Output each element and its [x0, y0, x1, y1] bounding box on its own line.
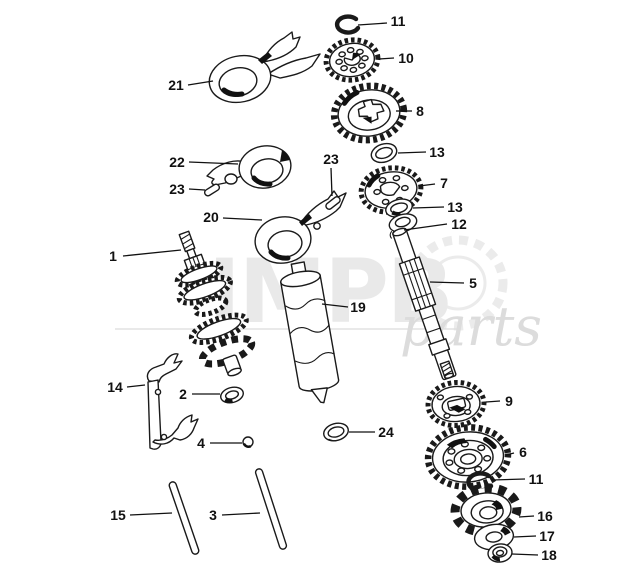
leader-line-23-pin — [330, 167, 333, 197]
parts-art — [146, 14, 522, 563]
leader-line-23-pin — [188, 188, 206, 191]
leader-line-1-gear-cluster-shaft — [122, 249, 182, 257]
leader-line-16-sprocket — [518, 515, 535, 518]
part-label-13-seal-ring: 13 — [429, 144, 445, 160]
part-label-3-fork-rod: 3 — [209, 507, 217, 523]
leader-line-3-fork-rod — [221, 512, 261, 516]
part-shift-fork-21 — [208, 31, 321, 104]
leader-line-15-fork-rod — [129, 512, 173, 516]
part-label-24-seal-ring: 24 — [378, 424, 394, 440]
leader-line-12-bushing — [403, 223, 448, 231]
leader-line-19-shift-drum — [321, 303, 349, 308]
part-label-1-gear-cluster-shaft: 1 — [109, 248, 117, 264]
part-fork-rod-3 — [254, 468, 288, 550]
leader-line-10-gear — [378, 57, 395, 60]
part-label-19-shift-drum: 19 — [350, 299, 366, 315]
part-nut-18 — [487, 543, 513, 563]
part-label-8-gear: 8 — [416, 103, 424, 119]
watermark-gear-icon — [408, 235, 508, 331]
part-pin-23-right — [325, 196, 341, 210]
leader-line-6-gear — [505, 452, 515, 456]
leader-line-14-guide-bracket — [126, 384, 146, 388]
part-label-7-gear: 7 — [440, 175, 448, 191]
part-label-13-seal-ring: 13 — [447, 199, 463, 215]
part-label-4-ball: 4 — [197, 435, 205, 451]
part-label-5-main-shaft: 5 — [469, 275, 477, 291]
part-gear-cluster-1 — [174, 230, 256, 377]
leader-line-13-seal-ring — [412, 206, 445, 209]
part-bushing-12 — [388, 213, 418, 239]
part-pin-23-left — [203, 183, 221, 197]
leader-line-5-main-shaft — [429, 281, 465, 284]
part-sprocket-16 — [450, 483, 522, 537]
part-label-23-pin: 23 — [323, 151, 339, 167]
part-label-6-gear: 6 — [519, 444, 527, 460]
part-label-11-circlip: 11 — [529, 471, 544, 487]
part-gear-8 — [330, 82, 408, 144]
leader-line-11-circlip — [491, 478, 526, 481]
part-ring-24 — [323, 422, 349, 442]
part-label-22-shift-fork-middle: 22 — [169, 154, 185, 170]
part-washer-2 — [220, 386, 244, 404]
leader-line-22-shift-fork-middle — [188, 161, 239, 165]
leader-line-9-gear — [485, 400, 501, 403]
part-circlip-11-top — [334, 14, 361, 35]
leader-line-7-gear — [418, 183, 436, 187]
leader-line-20-shift-fork-lower — [222, 217, 263, 221]
watermark-gear-inner — [429, 255, 487, 311]
leader-line-11-circlip — [357, 22, 388, 26]
part-label-15-fork-rod: 15 — [110, 507, 126, 523]
part-label-9-gear: 9 — [505, 393, 513, 409]
part-ring-13-upper — [370, 142, 398, 164]
part-label-2-washer: 2 — [179, 386, 187, 402]
part-guide-bracket-14 — [146, 353, 199, 450]
part-label-12-bushing: 12 — [451, 216, 467, 232]
leader-line-21-shift-fork-upper — [187, 80, 214, 86]
leader-line-18-nut — [511, 553, 539, 556]
part-gear-6 — [424, 424, 512, 490]
part-label-10-gear: 10 — [398, 50, 414, 66]
part-shift-fork-22 — [206, 145, 292, 189]
part-label-11-circlip: 11 — [391, 13, 406, 29]
part-label-20-shift-fork-lower: 20 — [203, 209, 219, 225]
leader-line-17-washer — [513, 535, 537, 538]
part-label-18-nut: 18 — [541, 547, 557, 563]
leader-line-13-seal-ring — [397, 151, 427, 154]
part-label-16-sprocket: 16 — [537, 508, 553, 524]
part-label-17-washer: 17 — [539, 528, 555, 544]
part-fork-rod-15 — [168, 481, 200, 555]
part-label-21-shift-fork-upper: 21 — [168, 77, 184, 93]
part-gear-10 — [323, 37, 381, 83]
part-ball-4 — [242, 436, 254, 448]
part-gear-9 — [425, 379, 487, 429]
part-label-14-guide-bracket: 14 — [107, 379, 123, 395]
part-label-23-pin: 23 — [169, 181, 185, 197]
